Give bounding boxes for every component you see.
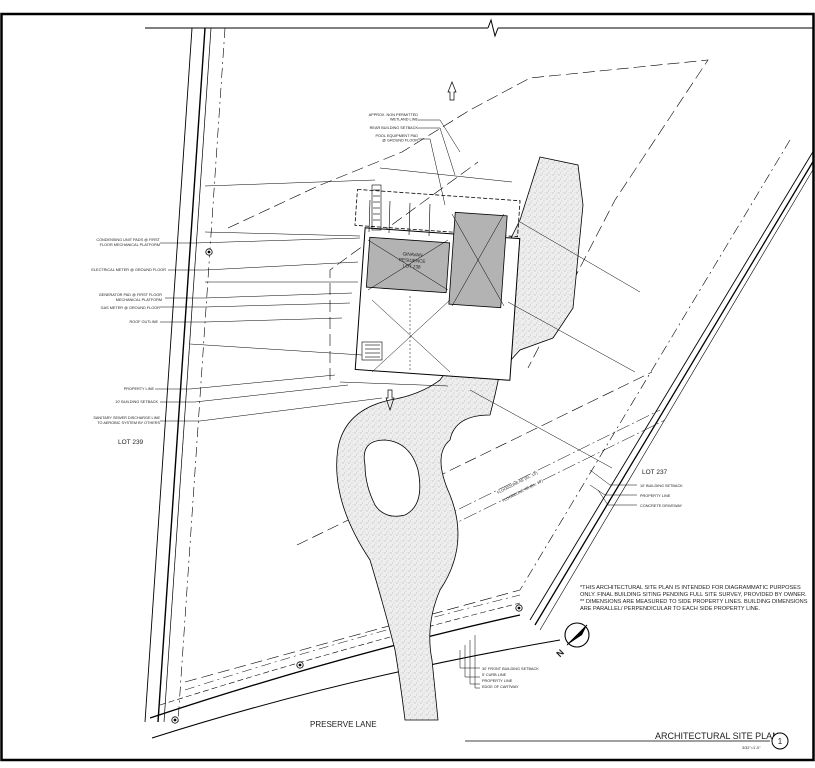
right-property-lines bbox=[519, 139, 815, 631]
residence-label: GINAVAN RESIDENCE LOT 238 bbox=[399, 251, 426, 269]
north-label: N bbox=[554, 647, 566, 659]
callout-right-property: PROPERTY LINE bbox=[640, 494, 671, 498]
callouts-top: APPROX. NON PERMITTED WETLAND LINE REAR … bbox=[369, 113, 419, 143]
setback-lines bbox=[184, 59, 709, 683]
building-footprint bbox=[354, 184, 521, 381]
residence-type: RESIDENCE bbox=[399, 257, 426, 264]
left-property-lines bbox=[144, 27, 226, 723]
callout-front-setback: 30' FRONT BUILDING SETBACK bbox=[482, 667, 539, 671]
disclaimer-line-3: ** DIMENSIONS ARE MEASURED TO SIDE PROPE… bbox=[580, 599, 808, 605]
callout-right-setback: 10' BUILDING SETBACK bbox=[640, 484, 683, 488]
lot-239-label: LOT 239 bbox=[118, 439, 144, 446]
callout-wetland-1: APPROX. NON PERMITTED bbox=[369, 113, 419, 117]
concrete-driveway bbox=[336, 156, 584, 721]
callout-generator-2: MECHANICAL PLATFORM bbox=[116, 298, 162, 302]
callout-condensing-1: CONDENSING UNIT PADS @ FIRST bbox=[96, 238, 160, 242]
callout-roof-outline: ROOF OUTLINE bbox=[130, 320, 159, 324]
callouts-right: 10' BUILDING SETBACK PROPERTY LINE CONCR… bbox=[640, 484, 683, 508]
callout-curb-line: 5' CURB LINE bbox=[482, 673, 507, 677]
drawing-scale: 3/32"=1'-0" bbox=[742, 746, 761, 750]
drawing-number: 1 bbox=[778, 737, 783, 746]
north-arrow: N bbox=[554, 622, 590, 659]
title-block: ARCHITECTURAL SITE PLAN 1 3/32"=1'-0" bbox=[465, 731, 789, 750]
property-pins bbox=[171, 248, 523, 724]
callout-concrete-driveway: CONCRETE DRIVEWAY bbox=[640, 504, 683, 508]
street-name: PRESERVE LANE bbox=[310, 720, 377, 729]
disclaimer-line-1: *THIS ARCHITECTURAL SITE PLAN IS INTENDE… bbox=[580, 585, 801, 591]
callout-pool-pad-1: POOL EQUIPMENT PAD bbox=[375, 134, 418, 138]
disclaimer-line-4: ARE PARALLEL/ PERPENDICULAR TO EACH SIDE… bbox=[580, 606, 761, 612]
callouts-bottom: 30' FRONT BUILDING SETBACK 5' CURB LINE … bbox=[482, 667, 539, 689]
street-lines bbox=[149, 594, 561, 739]
callout-edge-cartway: EDGE OF CARTWAY bbox=[482, 685, 519, 689]
callouts-left: CONDENSING UNIT PADS @ FIRST FLOOR MECHA… bbox=[91, 238, 166, 425]
callout-electrical: ELECTRICAL METER @ GROUND FLOOR bbox=[91, 268, 166, 272]
dimension-lines bbox=[189, 167, 641, 469]
disclaimer-note: *THIS ARCHITECTURAL SITE PLAN IS INTENDE… bbox=[580, 585, 808, 612]
callout-gas-meter: GAS METER @ GROUND FLOOR bbox=[101, 306, 161, 310]
disclaimer-line-2: ONLY. FINAL BUILDING SITING PENDING FULL… bbox=[580, 592, 807, 598]
driveway-island bbox=[363, 439, 421, 517]
callout-wetland-2: WETLAND LINE bbox=[390, 118, 419, 122]
sheet-border bbox=[0, 12, 815, 762]
callout-sewer-2: TO AEROBIC SYSTEM BY OTHERS bbox=[97, 421, 160, 425]
callout-leaders bbox=[155, 119, 637, 689]
drawing-title: ARCHITECTURAL SITE PLAN bbox=[655, 731, 779, 741]
callout-building-setback: 10' BUILDING SETBACK bbox=[115, 400, 158, 404]
orientation-arrows bbox=[385, 81, 457, 412]
callout-rear-setback: REAR BUILDING SETBACK bbox=[370, 126, 419, 130]
callout-condensing-2: FLOOR MECHANICAL PLATFORM bbox=[100, 243, 160, 247]
callout-pool-pad-2: @ GROUND FLOOR bbox=[382, 139, 418, 143]
lot-237-label: LOT 237 bbox=[642, 469, 668, 476]
residence-name: GINAVAN bbox=[402, 251, 422, 257]
callout-bottom-property: PROPERTY LINE bbox=[482, 679, 513, 683]
callout-sewer-1: SANITARY SEWER DISCHARGE LINE bbox=[93, 416, 160, 420]
callout-property-line: PROPERTY LINE bbox=[124, 387, 155, 391]
residence-lot: LOT 238 bbox=[403, 263, 422, 269]
callout-generator-1: GENERATOR PAD @ FIRST FLOOR bbox=[99, 293, 163, 297]
